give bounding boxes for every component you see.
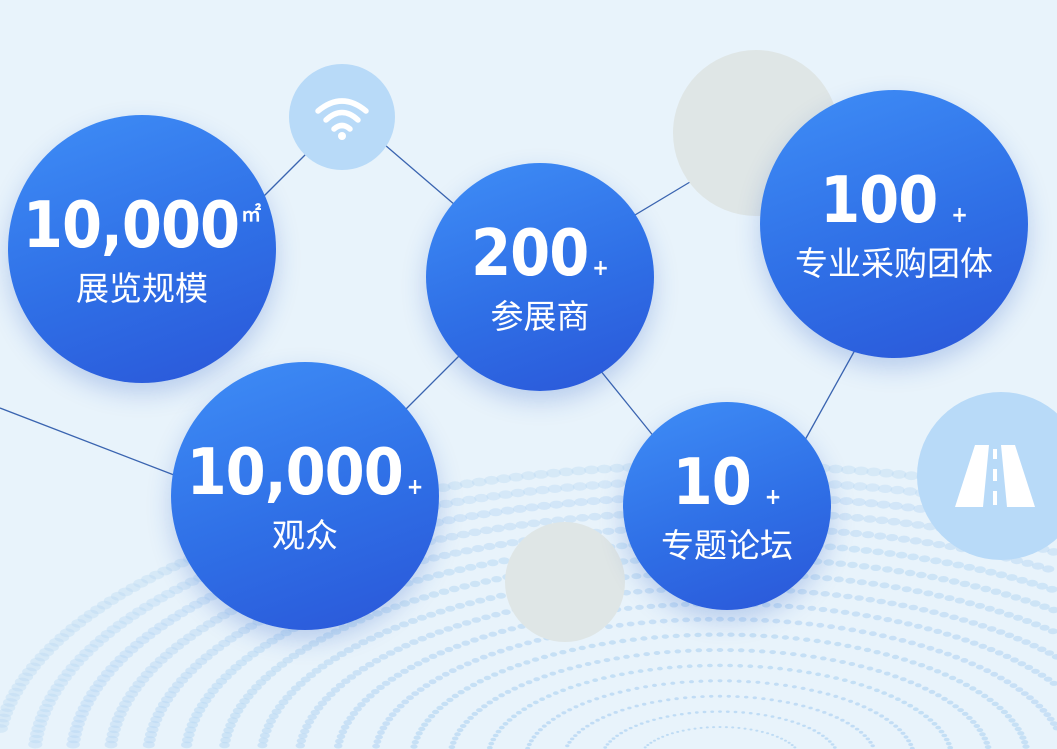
stat-unit: + bbox=[406, 474, 424, 500]
stat-visitors: 10,000 + 观众 bbox=[171, 362, 439, 630]
stat-label: 专题论坛 bbox=[661, 525, 793, 565]
stat-unit: + bbox=[951, 202, 968, 228]
stat-value: 10,000 ㎡ bbox=[23, 194, 261, 258]
stat-value: 10,000 + bbox=[187, 441, 424, 505]
road-icon bbox=[955, 445, 1035, 507]
road-circle bbox=[917, 392, 1057, 560]
stat-unit: + bbox=[764, 484, 782, 510]
stat-forums: 10 + 专题论坛 bbox=[623, 402, 831, 610]
stat-unit: ㎡ bbox=[241, 201, 262, 226]
stat-value: 100 + bbox=[820, 169, 968, 233]
wifi-circle bbox=[289, 64, 395, 170]
stat-label: 专业采购团体 bbox=[795, 243, 993, 283]
wifi-icon bbox=[315, 98, 369, 140]
stat-exhibition-area: 10,000 ㎡ 展览规模 bbox=[8, 115, 276, 383]
stat-label: 展览规模 bbox=[76, 268, 208, 308]
stat-unit: + bbox=[592, 255, 609, 281]
connector-lines bbox=[0, 144, 856, 486]
stat-buyer-groups: 100 + 专业采购团体 bbox=[760, 90, 1028, 358]
stat-number: 10,000 bbox=[22, 188, 240, 263]
stat-number: 10 bbox=[672, 445, 752, 520]
stat-number: 200 bbox=[471, 216, 589, 291]
stat-exhibitors: 200 + 参展商 bbox=[426, 163, 654, 391]
stat-number: 10,000 bbox=[186, 435, 404, 510]
stat-label: 参展商 bbox=[490, 296, 590, 336]
stat-number: 100 bbox=[820, 163, 938, 238]
stat-value: 200 + bbox=[471, 222, 609, 286]
decor-gray-circle-bottom bbox=[505, 522, 625, 642]
stat-label: 观众 bbox=[272, 515, 338, 555]
stat-value: 10 + bbox=[673, 451, 782, 515]
